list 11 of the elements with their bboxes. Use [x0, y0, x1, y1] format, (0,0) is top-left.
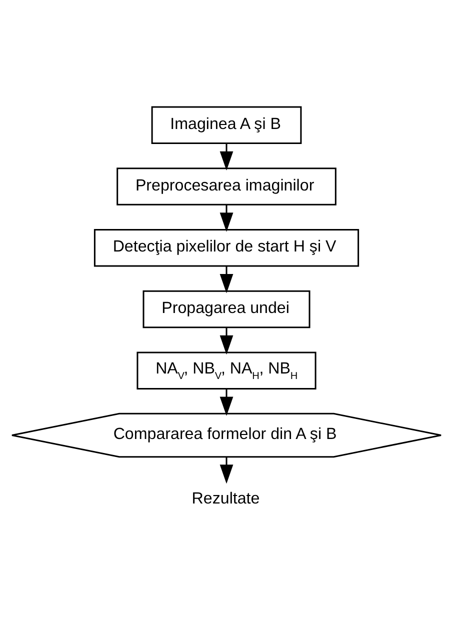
node-box: Detecţia pixelilor de start H şi V — [94, 228, 360, 266]
node-box: Propagarea undei — [142, 290, 310, 328]
arrow — [220, 204, 234, 232]
arrow — [220, 266, 234, 293]
arrow — [220, 142, 234, 170]
node-box: Preprocesarea imaginilor — [116, 167, 336, 205]
arrow — [220, 326, 234, 354]
node-box: Imaginea A şi B — [151, 106, 302, 144]
arrow — [220, 388, 234, 416]
node-text: Rezultate — [192, 489, 260, 508]
node-box: NA$_{V}$, NB$_{V}$, NA$_{H}$, NB$_{H}$ — [136, 351, 316, 389]
